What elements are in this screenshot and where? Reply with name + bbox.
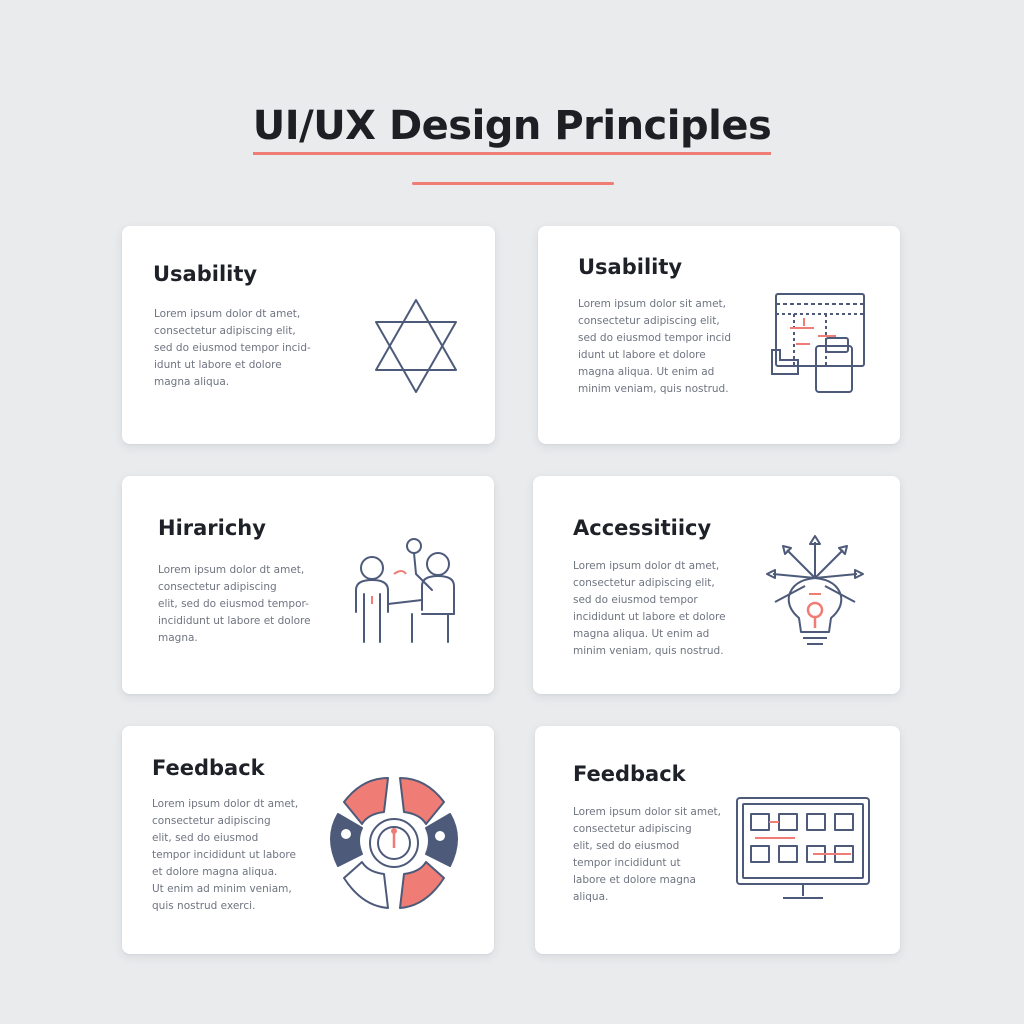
feedback-wheel-icon (330, 777, 458, 909)
monitor-grid-icon (736, 797, 870, 899)
card-heading: Usability (153, 262, 258, 286)
principle-card-accessibility: Accessitiicy Lorem ipsum dolor dt amet, … (533, 476, 900, 694)
page-title: UI/UX Design Principles (252, 102, 772, 155)
principle-card-feedback: Feedback Lorem ipsum dolor dt amet, cons… (122, 726, 494, 954)
card-description: Lorem ipsum dolor sit amet, consectetur … (573, 806, 721, 903)
card-heading: Feedback (152, 756, 265, 780)
people-collaboration-icon (355, 538, 455, 643)
card-description: Lorem ipsum dolor dt amet, consectetur a… (158, 564, 311, 644)
principle-card-usability-2: Usability Lorem ipsum dolor sit amet, co… (538, 226, 900, 444)
lightbulb-network-icon (766, 535, 864, 645)
page-title-wrap: UI/UX Design Principles (0, 102, 1024, 155)
card-heading: Hirarichy (158, 516, 266, 540)
star-outline-icon (375, 299, 457, 393)
wireframe-devices-icon (771, 293, 865, 393)
card-heading: Feedback (573, 762, 686, 786)
card-heading: Usability (578, 255, 683, 279)
principle-card-usability: Usability Lorem ipsum dolor dt amet, con… (122, 226, 495, 444)
title-divider (412, 182, 614, 185)
card-heading: Accessitiicy (573, 516, 712, 540)
card-description: Lorem ipsum dolor dt amet, consectetur a… (154, 308, 311, 388)
principle-card-hierarchy: Hirarichy Lorem ipsum dolor dt amet, con… (122, 476, 494, 694)
principle-card-feedback-2: Feedback Lorem ipsum dolor sit amet, con… (535, 726, 900, 954)
card-description: Lorem ipsum dolor dt amet, consectetur a… (152, 798, 299, 912)
card-description: Lorem ipsum dolor dt amet, consectetur a… (573, 560, 726, 657)
card-description: Lorem ipsum dolor sit amet, consectetur … (578, 298, 731, 395)
